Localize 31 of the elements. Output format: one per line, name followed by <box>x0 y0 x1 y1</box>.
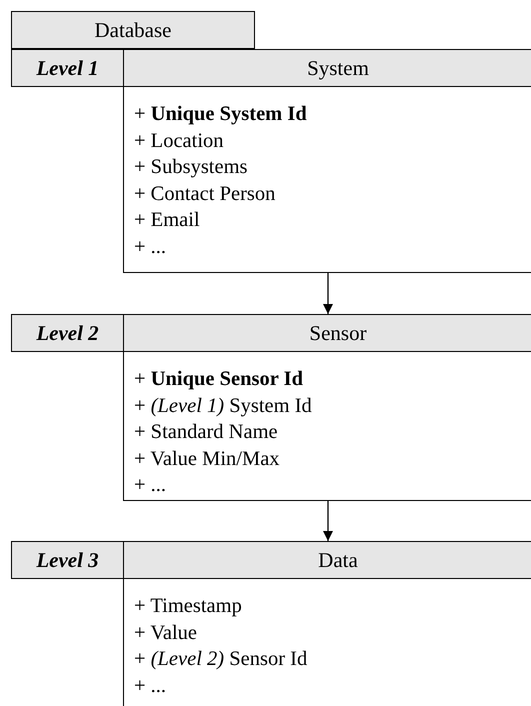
level-tab <box>11 49 124 87</box>
level-label: Level 1 <box>36 56 99 80</box>
level-tab <box>11 541 124 579</box>
attribute-text: + Subsystems <box>134 155 248 180</box>
attribute-text: + Email <box>134 208 200 233</box>
class-box <box>123 49 531 273</box>
class-box <box>123 314 531 501</box>
attribute-text: + Location <box>134 128 224 154</box>
attribute-text: + ... <box>134 674 166 698</box>
level-label: Level 2 <box>36 320 99 346</box>
attribute-text: + Timestamp <box>134 594 242 619</box>
attribute-text: + Standard Name <box>134 420 278 445</box>
attribute-text: + (Level 1) System Id <box>134 394 312 418</box>
attribute-text: + ... <box>134 234 166 260</box>
level-tab <box>11 314 124 352</box>
class-name: Sensor <box>309 320 367 346</box>
arrow <box>323 501 333 541</box>
class-box <box>123 541 531 706</box>
attribute-text: + ... <box>134 473 166 498</box>
attribute-text: + (Level 2) Sensor Id <box>134 647 308 672</box>
attribute-text: + Contact Person <box>134 182 276 206</box>
attribute-text: + Unique Sensor Id <box>134 367 303 392</box>
arrow <box>323 273 333 314</box>
level-label: Level 3 <box>36 548 99 572</box>
attribute-text: + Unique System Id <box>134 102 307 127</box>
attribute-text: + Value <box>134 620 197 646</box>
database-label: Database <box>94 18 172 42</box>
attribute-text: + Value Min/Max <box>134 446 280 472</box>
class-name: Data <box>318 548 358 572</box>
class-name: System <box>307 56 369 80</box>
database-tab <box>11 11 255 49</box>
